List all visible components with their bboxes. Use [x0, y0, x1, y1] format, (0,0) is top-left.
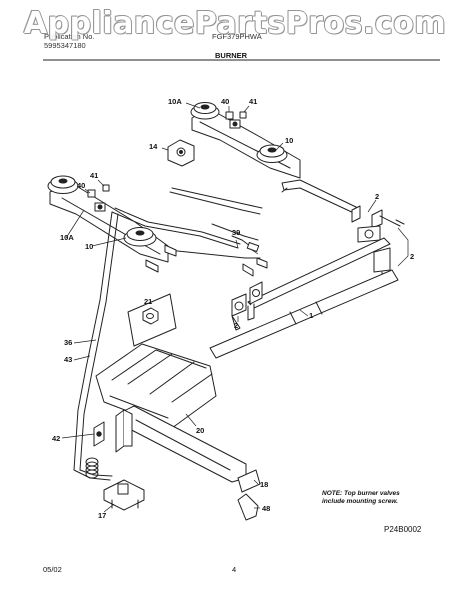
- diagram-code: P24B0002: [384, 525, 422, 534]
- callout-2-far-right: 2: [410, 252, 415, 261]
- callout-20: 20: [196, 426, 205, 435]
- burner-head-10-left: [124, 228, 156, 247]
- callout-10-left: 10: [85, 242, 94, 251]
- clip-48: [238, 494, 258, 520]
- manifold-rail-upper: [248, 238, 390, 308]
- footer-date: 05/02: [43, 565, 62, 574]
- rear-manifold-tube: [282, 180, 358, 214]
- note-line-1: NOTE: Top burner valves: [322, 490, 400, 497]
- callout-2-right: 2: [375, 192, 380, 201]
- oven-burner-bracket: [116, 410, 132, 452]
- callout-10A-top: 10A: [168, 97, 182, 106]
- tube-43: [80, 214, 118, 470]
- callout-39: 39: [232, 228, 241, 237]
- main-manifold-pipe-1: [210, 270, 398, 358]
- tube-36: [74, 212, 112, 470]
- burner-head-10A-left: [48, 176, 78, 194]
- callout-21: 21: [144, 297, 153, 306]
- callout-10-top: 10: [285, 136, 294, 145]
- publication-label: Publication No.: [44, 32, 95, 41]
- callout-41-top: 41: [249, 97, 258, 106]
- callout-18: 18: [260, 480, 269, 489]
- bracket-14: [168, 140, 194, 166]
- bracket-42: [94, 422, 104, 446]
- gas-tubing: [112, 188, 262, 258]
- callout-41-left: 41: [90, 171, 99, 180]
- watermark: AppliancePartsPros.com: [23, 6, 447, 41]
- callout-36: 36: [64, 338, 73, 347]
- section-title: BURNER: [215, 51, 248, 60]
- footer-page-number: 4: [232, 565, 237, 574]
- burner-head-10A-top: [191, 103, 219, 120]
- igniter-41-top: [240, 112, 246, 118]
- oven-valve-17: [104, 480, 144, 510]
- callout-40-top: 40: [221, 97, 230, 106]
- note-line-2: include mounting screw.: [322, 498, 398, 505]
- tube-39: [232, 236, 259, 252]
- burner-head-10-top: [257, 145, 287, 163]
- orifice-holder-top: [230, 120, 240, 128]
- callout-48: 48: [262, 504, 271, 513]
- front-valve-assembly: [232, 282, 262, 330]
- callout-42: 42: [52, 434, 61, 443]
- igniter-41-left: [103, 185, 109, 191]
- callout-43: 43: [64, 355, 73, 364]
- callout-10A-left: 10A: [60, 233, 74, 242]
- leader-lines: [62, 103, 408, 512]
- heat-shield-20: [96, 344, 216, 428]
- orifice-fittings: [146, 245, 267, 276]
- igniter-40-left: [88, 190, 95, 197]
- callout-2-mid: 2: [234, 321, 239, 330]
- callout-17: 17: [98, 511, 107, 520]
- callout-40-left: 40: [77, 181, 86, 190]
- publication-number: 5995347180: [44, 41, 86, 50]
- callout-1: 1: [309, 311, 314, 320]
- orifice-holder-left: [95, 203, 105, 211]
- igniter-coil: [86, 458, 98, 478]
- bracket-18: [238, 470, 260, 492]
- igniter-40-top: [226, 112, 233, 119]
- model-number: FGF379PHWA: [212, 32, 262, 41]
- tube-bottom-run: [74, 470, 112, 480]
- nut-inset-21: [128, 294, 176, 346]
- callout-14: 14: [149, 142, 158, 151]
